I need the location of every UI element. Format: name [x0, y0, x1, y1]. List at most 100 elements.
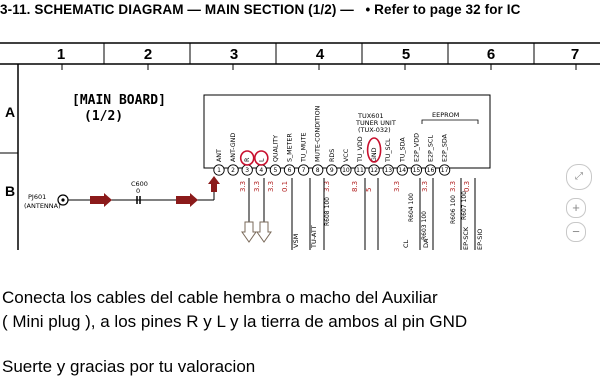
column-number: 4: [315, 46, 325, 63]
tuner-pins: 1ANT2ANT-GND3R4L5QUALITY6S_METER7TU_MUTE…: [213, 105, 451, 176]
column-number: 7: [570, 46, 580, 63]
pin-label: MUTE-CONDITION: [315, 105, 322, 162]
voltage-label: 8.3: [351, 181, 359, 192]
pin-label: R: [244, 157, 251, 162]
signal-label: EP-SIO: [476, 229, 484, 250]
highlight-circle: [239, 150, 255, 166]
signal-lines: [291, 178, 476, 250]
board-subtitle: (1/2): [84, 109, 123, 124]
resistor-label: R608 100: [324, 197, 331, 226]
pin-circle: [340, 164, 352, 176]
pin-number: 16: [427, 167, 435, 174]
resistor-label: R604 100: [408, 193, 415, 222]
column-index: 1 2 3 4 5 6 7: [0, 46, 600, 66]
pin-label: QUALITY: [272, 135, 279, 162]
pin-label: ANT: [216, 149, 223, 162]
pin-label: TU_SDA: [399, 137, 406, 163]
pin-label: GND: [371, 147, 378, 162]
tuner-ref: TUX601: [357, 112, 384, 120]
caption-line: Suerte y gracias por tu valoracion: [2, 357, 256, 376]
pin-circle: [424, 164, 437, 176]
caption-line: ( Mini plug ), a los pines R y L y la ti…: [2, 312, 468, 331]
zoom-out-button[interactable]: −: [566, 222, 586, 242]
down-arrow-icon: [256, 221, 272, 243]
signal-label: TU-ATT: [310, 225, 318, 249]
pin-label: VCC: [343, 148, 350, 162]
voltage-label: 3.3: [267, 181, 275, 192]
pin-number: 4: [259, 167, 263, 174]
pin-label: E2P_VDD: [413, 133, 420, 162]
row-letter: A: [4, 104, 16, 120]
down-arrow-icon: [241, 221, 257, 243]
voltage-label: 0.3: [463, 181, 471, 192]
pin-number: 2: [231, 167, 235, 174]
tuner-part: (TUX-032): [358, 126, 391, 134]
signal-arrow-icon: [176, 193, 198, 207]
pin-number: 17: [441, 167, 449, 174]
caption-line: Conecta los cables del cable hembra o ma…: [2, 288, 438, 307]
column-number: 2: [143, 46, 153, 63]
pin-label: ANT-GND: [230, 133, 237, 162]
cap-ref: C600: [131, 180, 148, 188]
pin-label: L: [258, 158, 265, 162]
pin-number: 9: [330, 167, 334, 174]
pin-number: 7: [302, 167, 306, 174]
pin-number: 13: [384, 167, 392, 174]
voltage-label: 5: [365, 188, 373, 192]
jack-label: (ANTENNA): [24, 202, 61, 210]
antenna-jack-center: [61, 198, 65, 202]
pin-circle: [354, 164, 366, 176]
pin-circle: [297, 164, 310, 176]
row-letter: B: [4, 183, 16, 199]
highlight-circle: [366, 137, 382, 163]
tuner-name: TUNER UNIT: [355, 119, 396, 127]
pin-circle: [269, 164, 282, 176]
cap-value: 0: [136, 187, 140, 195]
pin-number: 1: [217, 167, 221, 174]
expand-button[interactable]: ⤢: [566, 164, 592, 190]
signal-label: EP-SCK: [462, 226, 470, 250]
resistor-label: R603 100: [421, 211, 428, 240]
pin-number: 8: [316, 167, 320, 174]
pin-number: 6: [288, 167, 292, 174]
expand-icon: ⤢: [575, 171, 583, 182]
pin-voltages: 03.33.33.30.13.38.353.33.33.30.3: [211, 181, 471, 192]
refer-note: • Refer to page 32 for IC: [365, 2, 521, 17]
resistor-label: R606 100: [450, 195, 457, 224]
signal-arrow-icon: [208, 176, 220, 192]
pin-label: E2P_SCL: [428, 135, 435, 162]
voltage-label: 3.3: [239, 181, 247, 192]
tuner-unit-box: [203, 94, 491, 169]
voltage-label: 3.3: [421, 181, 429, 192]
highlight-circle: [253, 150, 269, 166]
pin-circle: [326, 164, 338, 176]
jack-ref: PJ601: [28, 193, 46, 201]
pin-number: 11: [356, 167, 364, 174]
pin-circle: [438, 164, 451, 176]
grid-frame: [0, 42, 600, 250]
pin-number: 14: [398, 167, 406, 174]
pin-circle: [368, 164, 380, 176]
pin-label: TU_MUTE: [301, 133, 308, 163]
pin-number: 12: [370, 167, 378, 174]
eeprom-label: EEPROM: [432, 111, 459, 119]
pin-circle: [213, 164, 225, 176]
pin-label: TU_SCL: [385, 138, 392, 163]
pin-label: S_METER: [287, 133, 294, 162]
column-number: 1: [56, 46, 66, 63]
signal-label: CL: [402, 239, 410, 248]
signal-label: DA: [422, 238, 430, 248]
pin-label: RDS: [329, 149, 336, 162]
voltage-label: 0.1: [281, 181, 289, 192]
zoom-in-button[interactable]: +: [566, 198, 586, 218]
voltage-label: 3.3: [323, 181, 331, 192]
column-number: 5: [401, 46, 411, 63]
pin-circle: [283, 164, 296, 176]
pin-number: 5: [273, 167, 277, 174]
pin-circle: [227, 164, 239, 176]
pin-number: 10: [342, 167, 350, 174]
pin-number: 15: [413, 167, 421, 174]
voltage-label: 3.3: [449, 181, 457, 192]
column-number: 6: [486, 46, 496, 63]
voltage-label: 3.3: [253, 181, 261, 192]
